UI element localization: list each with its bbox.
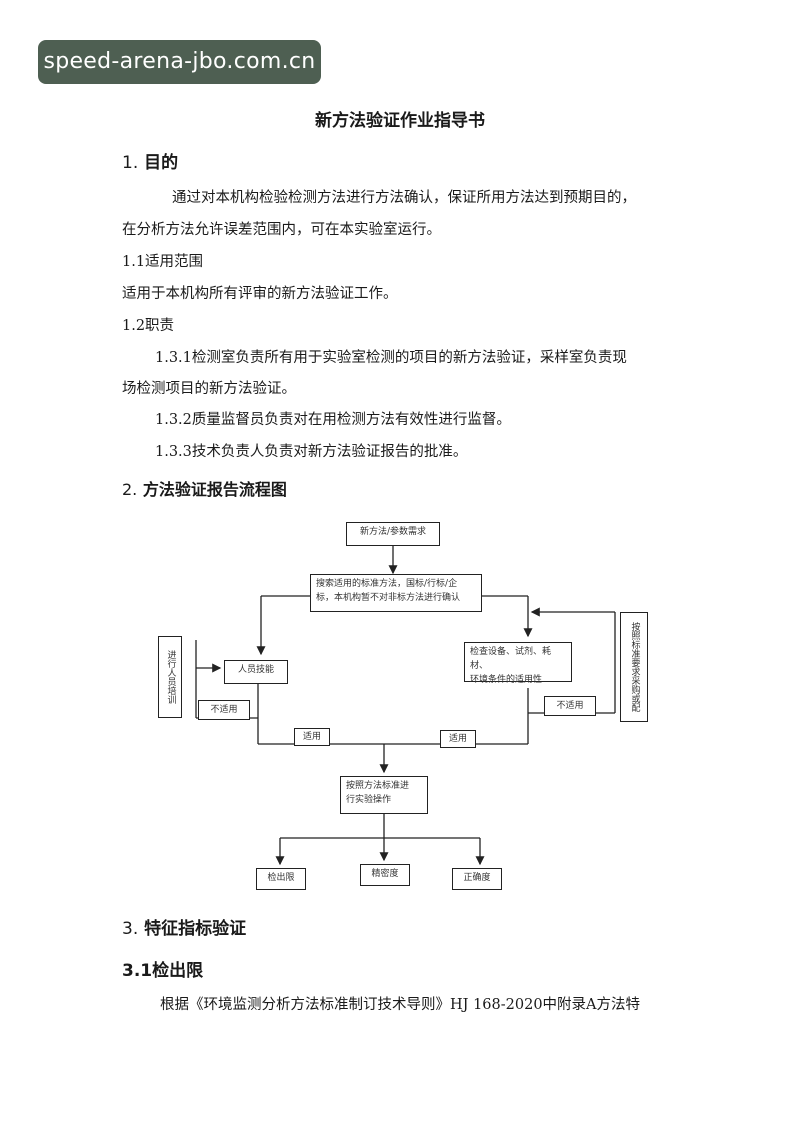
- flow-detection-limit-label: 检出限: [267, 873, 295, 883]
- flow-detection-limit-box: 检出限: [256, 868, 306, 890]
- duty-3: 1.3.3技术负责人负责对新方法验证报告的批准。: [155, 444, 468, 460]
- document-title: 新方法验证作业指导书: [315, 111, 485, 131]
- flow-purchase-label: 按照标准要求采购或配: [629, 622, 640, 712]
- purpose-line-1: 通过对本机构检验检测方法进行方法确认，保证所用方法达到预期目的，: [172, 190, 636, 206]
- flow-accuracy-label: 正确度: [463, 873, 491, 883]
- flow-operate-line-1: 按照方法标准进: [346, 781, 410, 791]
- flow-applicable-left: 适用: [294, 728, 330, 746]
- scope-text: 适用于本机构所有评审的新方法验证工作。: [122, 286, 398, 302]
- flow-applicable-right: 适用: [440, 730, 476, 748]
- duty-2: 1.3.2质量监督员负责对在用检测方法有效性进行监督。: [155, 412, 511, 428]
- flow-search-line-2: 标，本机构暂不对非标方法进行确认: [316, 593, 461, 603]
- flow-precision-label: 精密度: [371, 869, 399, 879]
- flow-operate-line-2: 行实验操作: [346, 795, 392, 805]
- flow-personnel-skill-box: 人员技能: [224, 660, 288, 684]
- flow-applicable-left-label: 适用: [302, 732, 321, 742]
- section-1-heading: 1. 目的: [122, 148, 178, 173]
- flow-purchase-box: 按照标准要求采购或配: [620, 612, 648, 722]
- flow-equipment-line-1: 检查设备、试剂、耗材、: [470, 647, 552, 671]
- flow-start-box: 新方法/参数需求: [346, 522, 440, 546]
- flow-applicable-right-label: 适用: [448, 734, 467, 744]
- flow-not-applicable-left: 不适用: [198, 700, 250, 720]
- section-3-title: 特征指标验证: [144, 919, 247, 939]
- flow-start-label: 新方法/参数需求: [359, 527, 427, 537]
- section-2-number: 2.: [122, 480, 138, 499]
- section-2-heading: 2. 方法验证报告流程图: [122, 476, 287, 500]
- duty-1-line-2: 场检测项目的新方法验证。: [122, 381, 296, 397]
- duty-1-line-1: 1.3.1检测室负责所有用于实验室检测的项目的新方法验证，采样室负责现: [155, 350, 627, 366]
- flow-precision-box: 精密度: [360, 864, 410, 886]
- flow-not-applicable-left-label: 不适用: [210, 705, 238, 715]
- section-1-title: 目的: [144, 153, 179, 173]
- flow-training-label: 进行人员培训: [165, 650, 176, 704]
- section-2-title: 方法验证报告流程图: [142, 480, 287, 499]
- flow-not-applicable-right-label: 不适用: [556, 701, 584, 711]
- section-3-1-heading: 3.1检出限: [122, 961, 204, 981]
- flow-search-line-1: 搜索适用的标准方法，国标/行标/企: [316, 579, 458, 589]
- flow-operate-box: 按照方法标准进 行实验操作: [340, 776, 428, 814]
- purpose-line-2: 在分析方法允许误差范围内，可在本实验室运行。: [122, 222, 441, 238]
- flow-search-box: 搜索适用的标准方法，国标/行标/企 标，本机构暂不对非标方法进行确认: [310, 574, 482, 612]
- section-3-number: 3.: [122, 919, 139, 939]
- flow-equipment-line-2: 环境条件的适用性: [470, 675, 543, 685]
- flowchart: 新方法/参数需求 搜索适用的标准方法，国标/行标/企 标，本机构暂不对非标方法进…: [150, 508, 680, 900]
- flow-personnel-skill-label: 人员技能: [237, 665, 274, 675]
- section-3-1-paragraph: 根据《环境监测分析方法标准制订技术导则》HJ 168-2020中附录A方法特: [160, 997, 641, 1013]
- scope-heading: 1.1适用范围: [122, 254, 204, 270]
- watermark-banner: speed-arena-jbo.com.cn: [38, 40, 321, 84]
- flow-not-applicable-right: 不适用: [544, 696, 596, 716]
- flow-training-box: 进行人员培训: [158, 636, 182, 718]
- section-1-number: 1.: [122, 153, 139, 173]
- flow-equipment-box: 检查设备、试剂、耗材、 环境条件的适用性: [464, 642, 572, 685]
- duties-heading: 1.2职责: [122, 318, 175, 334]
- flow-accuracy-box: 正确度: [452, 868, 502, 890]
- section-3-heading: 3. 特征指标验证: [122, 914, 246, 939]
